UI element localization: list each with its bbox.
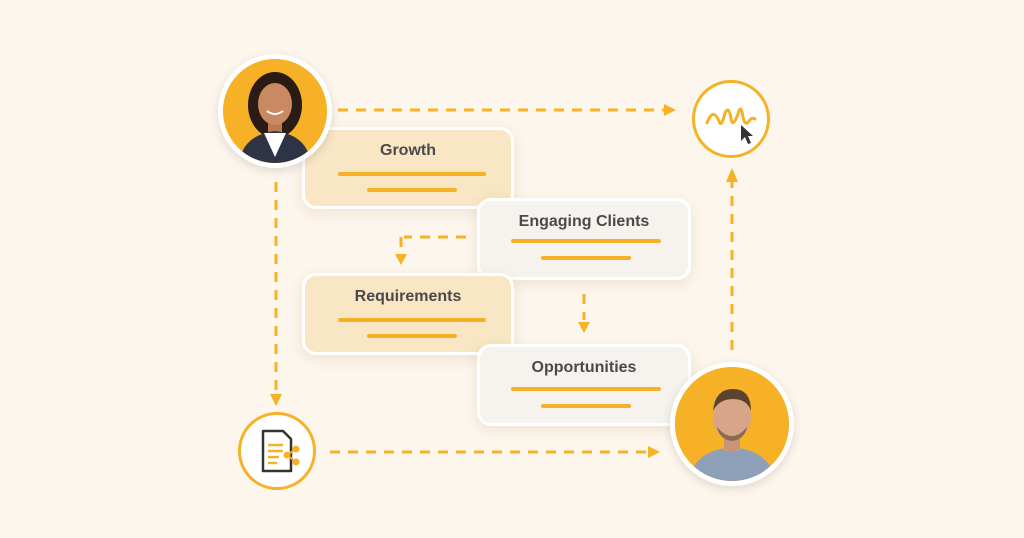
card-growth-line-2 — [367, 188, 457, 192]
arrow-head-bottom — [648, 446, 660, 458]
signature-icon-graphic — [705, 107, 757, 144]
arrow-head-right — [726, 168, 738, 182]
card-engaging-clients-line-2 — [541, 256, 631, 260]
card-requirements-line-2 — [367, 334, 457, 338]
card-engaging-clients: Engaging Clients — [477, 198, 691, 280]
signature-icon — [692, 80, 770, 158]
card-engaging-clients-title: Engaging Clients — [518, 213, 650, 230]
card-growth-line-1 — [338, 172, 486, 176]
card-opportunities-line-2 — [541, 404, 631, 408]
woman-avatar — [218, 54, 332, 168]
card-requirements-title: Requirements — [354, 288, 462, 305]
man-portrait — [675, 367, 789, 481]
card-opportunities-line-1 — [511, 387, 661, 391]
arrow-head-opportunities — [578, 322, 590, 333]
card-requirements-line-1 — [338, 318, 486, 322]
woman-portrait — [223, 59, 327, 163]
card-growth: Growth — [302, 127, 514, 209]
arrow-head-top — [664, 104, 676, 116]
card-requirements: Requirements — [302, 273, 514, 355]
card-engaging-clients-line-1 — [511, 239, 661, 243]
arrow-head-left — [270, 394, 282, 406]
document-share-icon-graphic — [261, 429, 300, 473]
card-opportunities-title: Opportunities — [531, 359, 637, 376]
arrow-head-requirements — [395, 254, 407, 265]
card-growth-title: Growth — [380, 142, 436, 159]
document-share-icon — [238, 412, 316, 490]
card-opportunities: Opportunities — [477, 344, 691, 426]
man-avatar — [670, 362, 794, 486]
